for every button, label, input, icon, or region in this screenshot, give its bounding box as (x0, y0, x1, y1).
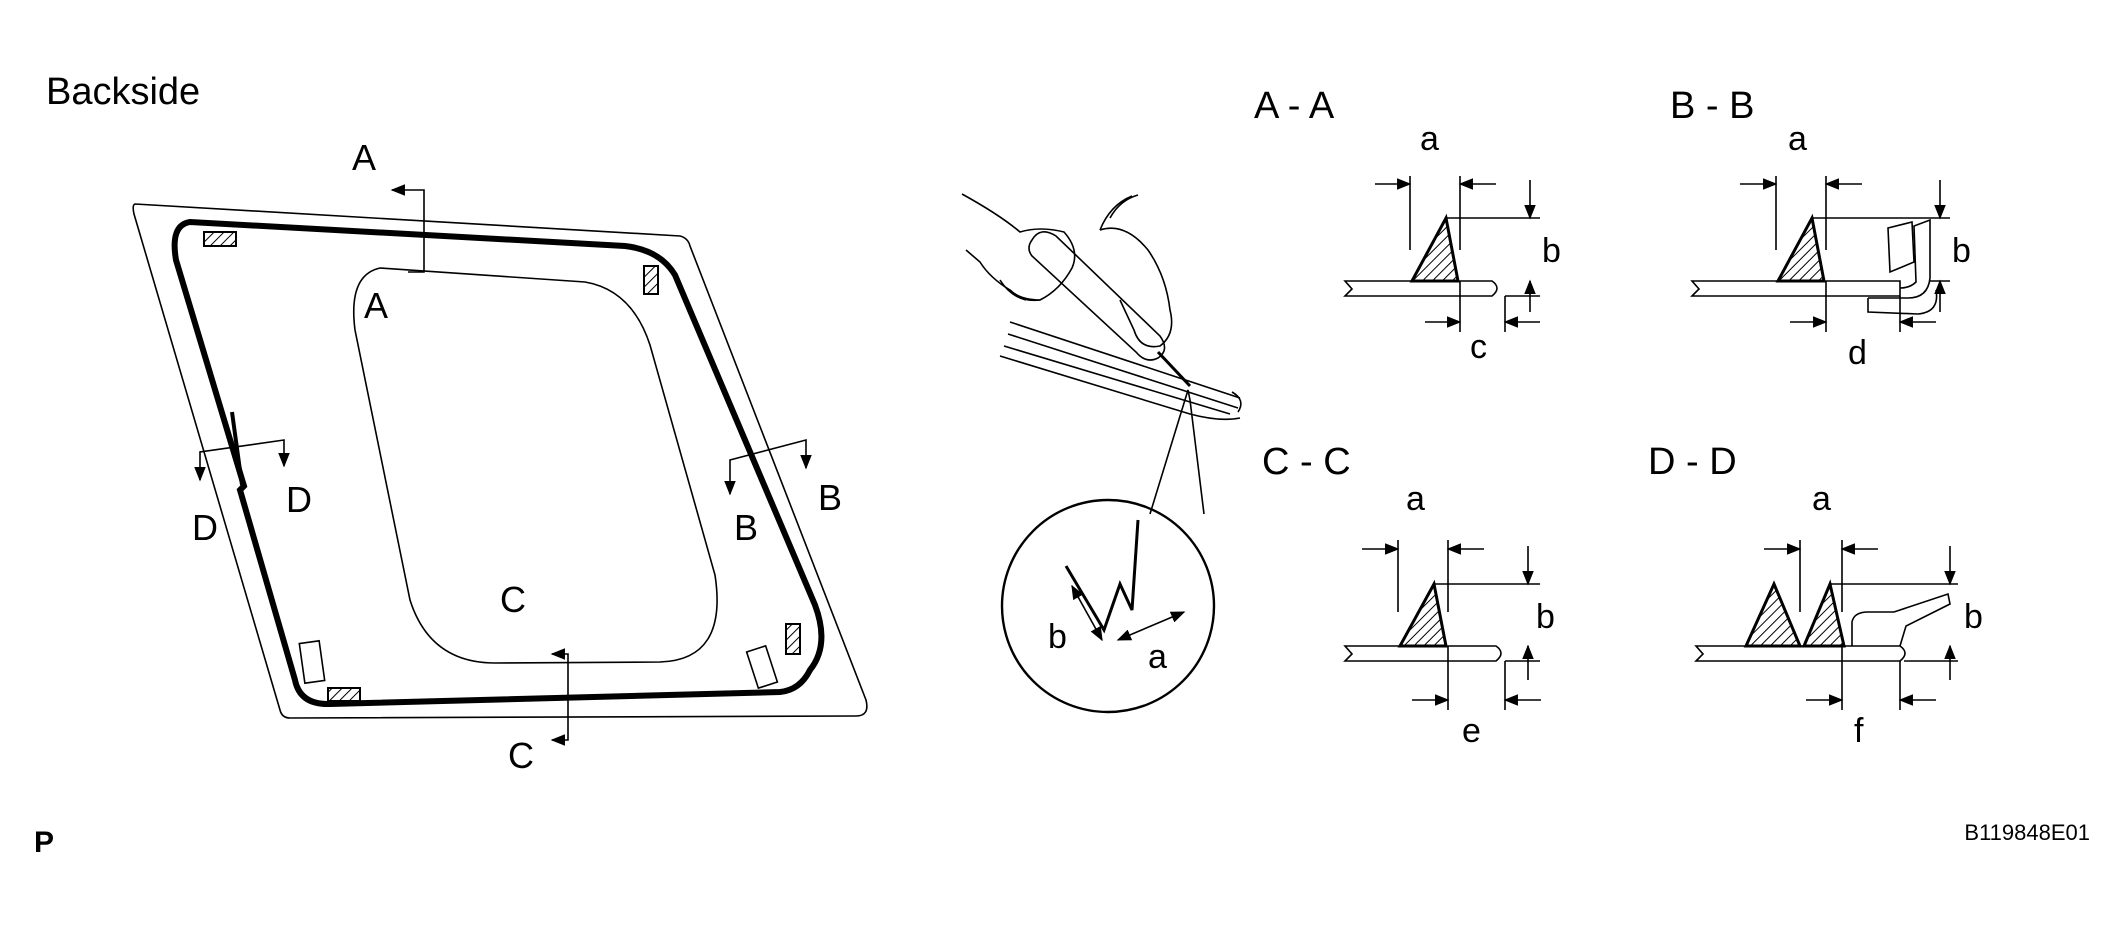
figure-code: B119848E01 (1964, 820, 2090, 845)
magnifier-label-a: a (1148, 638, 1167, 676)
section-a-a-dim-b: b (1542, 232, 1561, 270)
corner-mark: P (34, 826, 54, 859)
section-b-b-dim-b: b (1952, 232, 1971, 270)
label-d-inner: D (286, 479, 312, 520)
section-a-a-panel (1343, 280, 1498, 297)
label-a-top: A (352, 137, 376, 178)
section-d-d-dim-b: b (1964, 598, 1983, 636)
section-d-d-bead-1 (1743, 580, 1803, 648)
spacer-block-bottom-left (327, 687, 361, 702)
magnifier-bead-profile (1064, 519, 1140, 634)
section-c-c-dim-b: b (1536, 598, 1555, 636)
hand-left-outline (961, 193, 1076, 302)
sealer-gun-illustration: b a (961, 193, 1242, 714)
section-d-d-molding (1851, 592, 1951, 647)
section-c-c-panel (1343, 645, 1502, 662)
magnifier-dim-b (1071, 584, 1103, 642)
inner-opening-line (352, 267, 718, 664)
section-d-d-bead-2 (1801, 579, 1846, 648)
section-b-b-bead (1775, 213, 1826, 283)
panel-edge (1231, 391, 1242, 413)
section-a-a-bead (1409, 213, 1460, 283)
section-c-cut-line (550, 648, 569, 746)
magnifier-circle (1000, 498, 1216, 714)
magnifier-pointer (1149, 389, 1205, 515)
section-d-d-panel (1694, 645, 1906, 662)
adhesive-bead-line (171, 218, 825, 708)
section-b-b-panel (1690, 280, 1901, 297)
section-c-c-title: C - C (1262, 441, 1351, 483)
section-d-d-dim-a: a (1812, 480, 1831, 518)
section-a-a-title: A - A (1254, 85, 1335, 127)
section-d-d-dim-f: f (1854, 712, 1864, 750)
panel-lines (999, 321, 1241, 421)
section-c-c: C - C a b e (1262, 441, 1555, 750)
magnifier-dim-a (1116, 611, 1186, 641)
label-b-right: B (818, 477, 842, 518)
spacer-block-top-right (643, 265, 659, 295)
backside-heading: Backside (46, 71, 200, 113)
label-c-center: C (500, 579, 526, 620)
label-d-left: D (192, 507, 218, 548)
section-c-c-dim-a: a (1406, 480, 1425, 518)
section-a-cut-line (390, 184, 425, 273)
section-c-c-bead (1397, 579, 1448, 648)
section-b-b-dim-d: d (1848, 334, 1867, 372)
label-b-inner: B (734, 507, 758, 548)
spacer-block-bottom-right (785, 623, 801, 655)
quarter-window-glass: A A B B C C D D (132, 137, 868, 776)
magnifier-label-b: b (1048, 618, 1067, 656)
spacer-block-top-left (203, 231, 237, 247)
section-b-cut-line (724, 438, 812, 496)
clip-bottom-left (298, 639, 326, 685)
hand-right-sleeve (1099, 194, 1139, 231)
label-c-bottom: C (508, 735, 534, 776)
hand-right-outline (1099, 227, 1173, 348)
section-a-a-dim-c: c (1470, 328, 1487, 366)
sealer-gun-body (1028, 231, 1166, 361)
hand-left-fingers (999, 279, 1041, 301)
section-d-cut-line (194, 439, 290, 482)
section-c-c-dim-e: e (1462, 712, 1481, 750)
section-b-b-molding (1867, 218, 1938, 315)
glass-outer-edge (132, 203, 868, 719)
section-b-b-title: B - B (1670, 85, 1754, 127)
section-b-b-dim-a: a (1788, 120, 1807, 158)
clip-bottom-right (745, 644, 779, 690)
section-a-a: A - A a b c (1254, 85, 1561, 366)
sealer-gun-nozzle (1156, 350, 1192, 388)
section-b-b-molding-lip (1887, 220, 1915, 274)
section-d-d-title: D - D (1648, 441, 1737, 483)
section-a-a-dim-a: a (1420, 120, 1439, 158)
section-b-b: B - B a b d (1670, 85, 1971, 372)
label-a-inner: A (364, 285, 388, 326)
section-d-d: D - D a b f (1648, 441, 1983, 750)
